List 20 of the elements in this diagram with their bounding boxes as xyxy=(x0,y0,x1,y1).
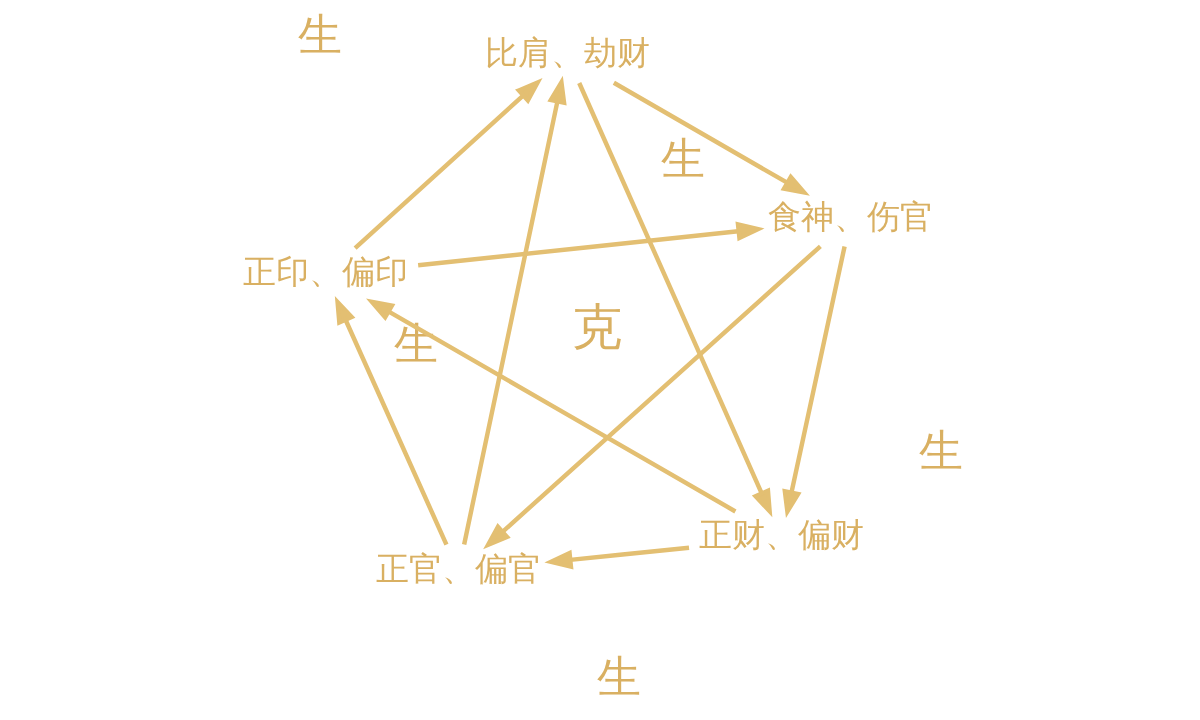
arrow xyxy=(417,221,765,268)
node-text: 正财、偏财 xyxy=(699,516,865,555)
arrow xyxy=(334,295,449,546)
edge-label: 生 xyxy=(297,9,342,61)
arrow xyxy=(461,75,567,545)
arrow xyxy=(483,244,822,550)
edge-label: 生 xyxy=(660,132,705,184)
edge-label: 生 xyxy=(918,424,963,476)
arrow xyxy=(353,77,543,250)
node-text: 正印、偏印 xyxy=(242,253,408,292)
arrow xyxy=(782,245,847,519)
edge-label: 生 xyxy=(596,650,641,702)
label: 克 xyxy=(572,296,623,356)
arrow xyxy=(544,545,690,570)
arrow xyxy=(577,82,773,518)
arrow xyxy=(366,298,737,514)
node-text: 正官、偏官 xyxy=(375,549,541,588)
arrow xyxy=(612,80,810,196)
node-text: 比肩、劫财 xyxy=(484,34,650,72)
node-text: 食神、伤官 xyxy=(767,197,933,236)
